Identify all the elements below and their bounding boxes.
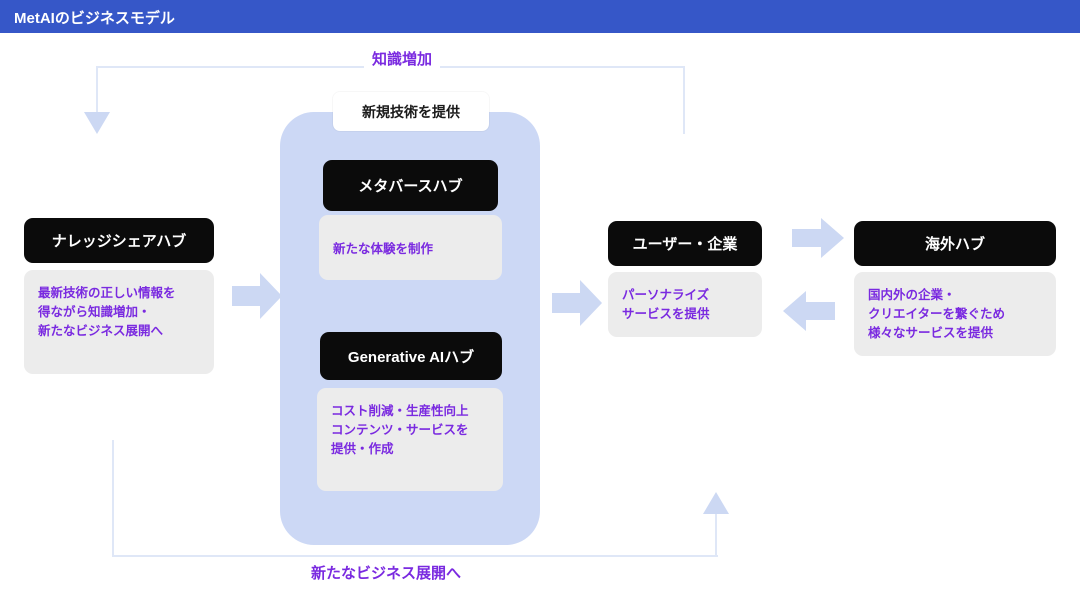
metaverse-hub-description: 新たな体験を制作 <box>319 215 502 280</box>
generative-ai-desc-line-1: コスト削減・生産性向上 <box>331 404 469 418</box>
generative-ai-desc-line-3: 提供・作成 <box>331 441 394 456</box>
overseas-desc-line-1: 国内外の企業・ <box>868 288 956 302</box>
page-title: MetAIのビジネスモデル <box>14 10 175 27</box>
metaverse-hub-header[interactable]: メタバースハブ <box>323 160 498 211</box>
generative-ai-hub-header[interactable]: Generative AIハブ <box>320 332 502 380</box>
arrow-users-to-overseas-icon <box>792 217 844 259</box>
top-loop-arrowhead-icon <box>84 112 110 134</box>
arrow-knowledge-to-platform-icon <box>232 271 282 321</box>
overseas-desc-line-2: クリエイターを繋ぐため <box>868 306 1006 321</box>
bottom-loop-arrowhead-icon <box>703 492 729 514</box>
knowledge-share-hub-header[interactable]: ナレッジシェアハブ <box>24 218 214 263</box>
users-desc-line-1: パーソナライズ <box>622 288 710 302</box>
bottom-loop-left-vertical-line <box>112 440 114 557</box>
bottom-loop-horizontal-line <box>112 555 718 557</box>
users-companies-description: パーソナライズ サービスを提供 <box>608 272 762 337</box>
knowledge-desc-line-2: 得ながら知識増加・ <box>38 304 151 319</box>
bottom-loop-label: 新たなビジネス展開へ <box>303 562 470 583</box>
generative-ai-hub-description: コスト削減・生産性向上 コンテンツ・サービスを 提供・作成 <box>317 388 503 491</box>
knowledge-desc-line-1: 最新技術の正しい情報を <box>38 286 176 300</box>
generative-ai-desc-line-2: コンテンツ・サービスを <box>331 422 469 437</box>
bottom-loop-right-vertical-line <box>715 512 717 557</box>
knowledge-share-hub-description: 最新技術の正しい情報を 得ながら知識増加・ 新たなビジネス展開へ <box>24 270 214 374</box>
arrow-overseas-to-users-icon <box>783 290 835 332</box>
knowledge-desc-line-3: 新たなビジネス展開へ <box>38 323 164 338</box>
top-loop-label: 知識増加 <box>364 48 441 69</box>
overseas-desc-line-3: 様々なサービスを提供 <box>868 325 994 340</box>
top-loop-left-vertical-line <box>96 66 98 118</box>
metaverse-desc-line-1: 新たな体験を制作 <box>333 242 434 257</box>
users-companies-header[interactable]: ユーザー・企業 <box>608 221 762 266</box>
title-bar: MetAIのビジネスモデル <box>0 0 1080 33</box>
overseas-hub-header[interactable]: 海外ハブ <box>854 221 1056 266</box>
top-loop-right-vertical-line <box>683 66 685 134</box>
users-desc-line-2: サービスを提供 <box>622 306 710 321</box>
panel-tag-new-technology: 新規技術を提供 <box>333 92 489 131</box>
overseas-hub-description: 国内外の企業・ クリエイターを繋ぐため 様々なサービスを提供 <box>854 272 1056 356</box>
arrow-platform-to-users-icon <box>552 278 602 328</box>
